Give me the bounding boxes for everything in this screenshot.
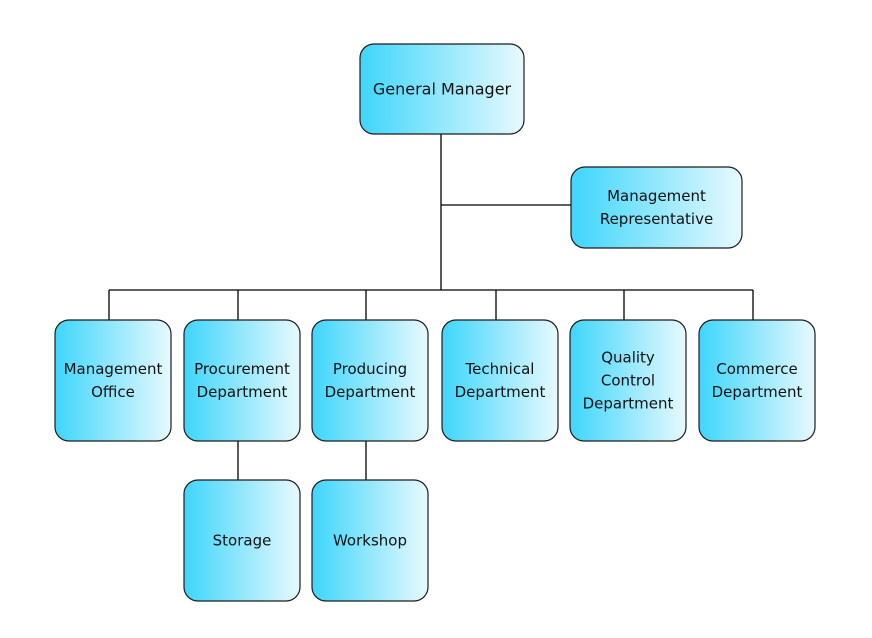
storage-label-line: Storage	[213, 532, 272, 550]
management-representative-label-line: Representative	[600, 210, 713, 228]
quality-control-department-label-line: Control	[601, 372, 655, 390]
quality-control-department-label-line: Department	[583, 395, 674, 413]
management-representative-label-line: Management	[607, 187, 706, 205]
workshop-label-line: Workshop	[333, 532, 407, 550]
producing-department-rect	[311, 319, 429, 442]
technical-department-label-line: Department	[455, 383, 546, 401]
general-manager-box: General Manager	[359, 43, 525, 135]
producing-department-label-line: Producing	[333, 360, 407, 378]
management-representative-rect	[570, 166, 743, 249]
workshop-rect	[311, 479, 429, 602]
storage-box: Storage	[183, 479, 301, 602]
quality-control-department-label-line: Quality	[601, 349, 655, 367]
quality-control-department-rect	[569, 319, 687, 442]
workshop-box: Workshop	[311, 479, 429, 602]
management-office-label-line: Office	[91, 383, 135, 401]
procurement-department-label-line: Procurement	[194, 360, 290, 378]
producing-department-label-line: Department	[325, 383, 416, 401]
storage-rect	[183, 479, 301, 602]
procurement-department-label-line: Department	[197, 383, 288, 401]
general-manager-rect	[359, 43, 525, 135]
management-office-rect	[54, 319, 172, 442]
commerce-department-label-line: Commerce	[716, 360, 797, 378]
org-boxes: General ManagerManagementRepresentativeM…	[54, 43, 816, 602]
connector-lines	[108, 134, 754, 480]
technical-department-label-line: Technical	[465, 360, 535, 378]
commerce-department-rect	[698, 319, 816, 442]
commerce-department-label-line: Department	[712, 383, 803, 401]
procurement-department-rect	[183, 319, 301, 442]
general-manager-label-line: General Manager	[373, 80, 512, 99]
technical-department-rect	[441, 319, 559, 442]
management-office-label-line: Management	[64, 360, 163, 378]
